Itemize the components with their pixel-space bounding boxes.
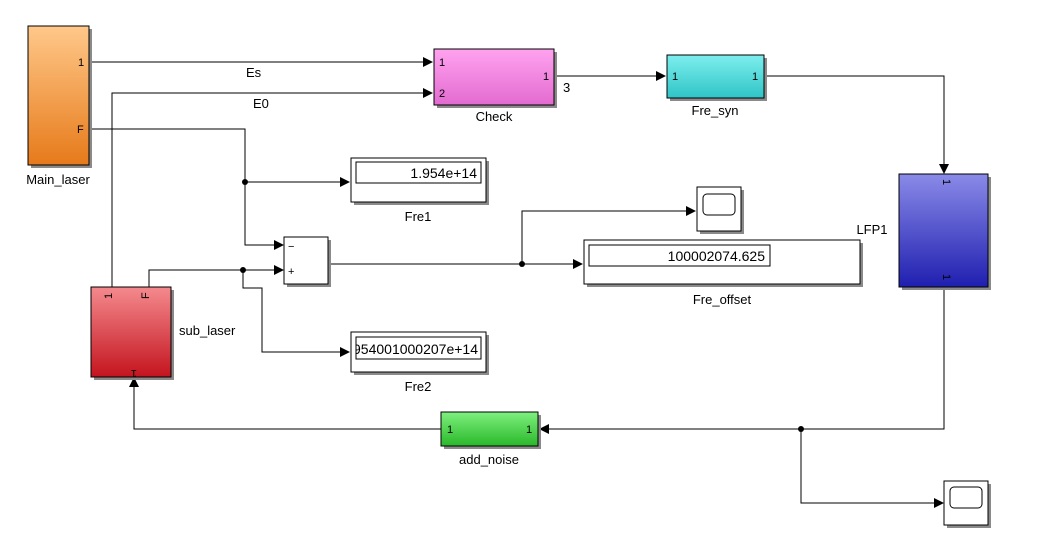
main-laser-port-f: F [77,124,84,136]
fre1-value: 1.954e+14 [410,165,477,181]
check-port-out-1: 1 [543,71,549,83]
lfp1-block[interactable]: 1 1 [898,173,991,290]
fre-offset-label: Fre_offset [693,292,752,307]
lfp1-label: LFP1 [856,222,887,237]
add-noise-block[interactable]: 1 1 [440,411,541,449]
check-block[interactable]: 1 2 1 [433,48,557,108]
add-noise-label: add_noise [459,452,519,467]
fre2-label: Fre2 [405,379,432,394]
fre1-label: Fre1 [405,209,432,224]
fre-syn-block[interactable]: 1 1 [666,54,767,101]
scope-top[interactable] [696,186,744,234]
signal-label-check-out: 3 [563,80,570,95]
check-port-in-2: 2 [439,88,445,100]
sum-sign-plus: + [288,266,294,278]
sub-laser-port-f: F [140,292,152,299]
wires [90,57,949,508]
check-port-in-1: 1 [439,57,445,69]
scope-bottom[interactable] [943,480,991,528]
add-noise-port-out: 1 [526,424,532,436]
fre-syn-label: Fre_syn [692,103,739,118]
check-label: Check [476,109,513,124]
signal-label-es: Es [246,65,262,80]
sub-laser-label: sub_laser [179,323,236,338]
sub-laser-port-in: 1 [131,367,137,379]
lfp1-port-in: 1 [940,179,952,185]
add-noise-port-in: 1 [447,424,453,436]
sub-laser-port-1: 1 [103,293,115,299]
main-laser-block[interactable]: 1 F [27,25,92,168]
sum-sign-minus: − [288,241,294,253]
main-laser-port-1: 1 [78,57,84,69]
fre-offset-display[interactable]: 100002074.625 [583,239,863,287]
fre-syn-port-out: 1 [752,71,758,83]
fre1-display[interactable]: 1.954e+14 [350,157,489,205]
fre2-display[interactable]: 1.954001000207e+14 [341,331,489,375]
signal-label-e0: E0 [253,96,269,111]
fre-offset-value: 100002074.625 [668,248,766,264]
fre2-value: 1.954001000207e+14 [341,341,478,357]
lfp1-port-out: 1 [940,274,952,280]
sub-laser-block[interactable]: 1 F 1 [90,286,174,380]
fre-syn-port-in: 1 [672,71,678,83]
main-laser-label: Main_laser [26,172,90,187]
sum-block[interactable]: − + [283,236,331,287]
